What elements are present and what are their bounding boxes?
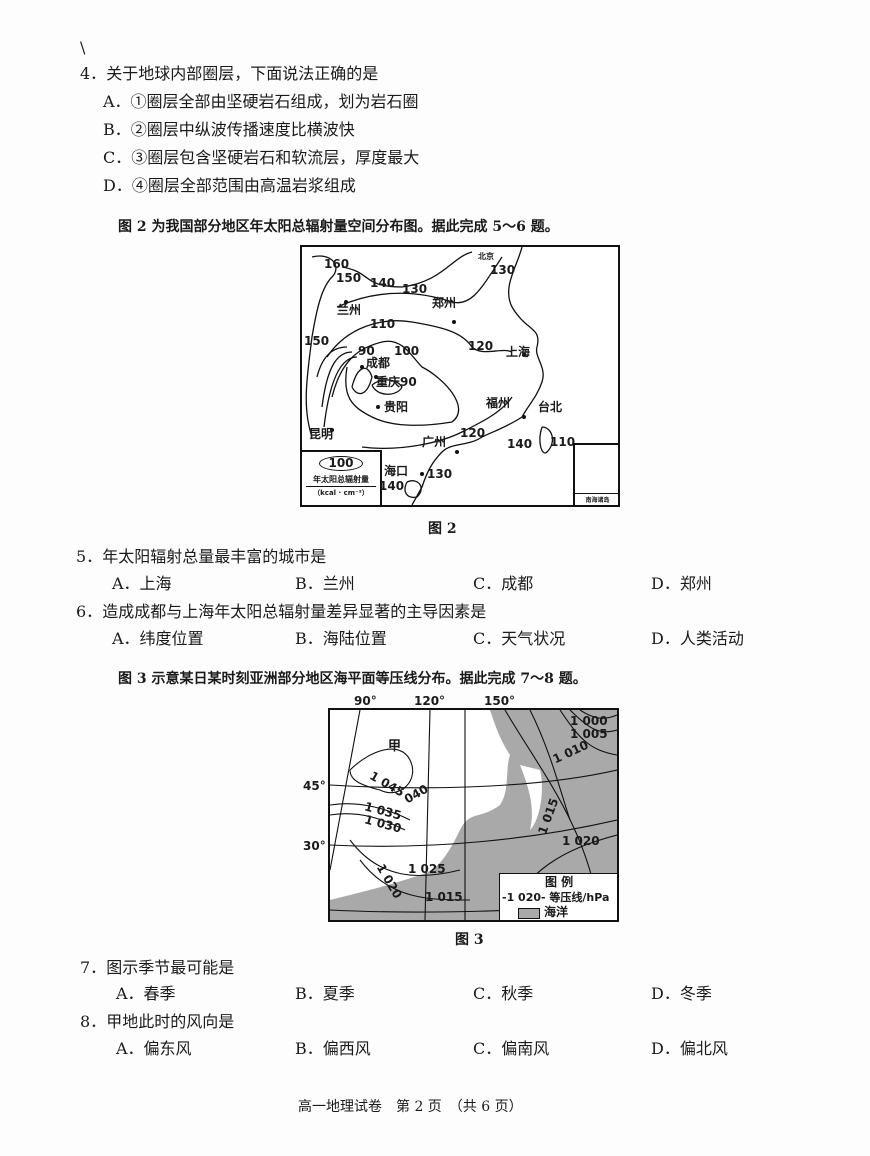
south-china-sea-inset: 南海诸岛 [573,443,618,505]
label-taipei: 台北 [538,400,563,414]
legend-title: 图 例 [545,875,574,889]
legend-isobar: -1 020- 等压线/hPa [502,891,610,904]
fig2-intro: 图 2 为我国部分地区年太阳总辐射量空间分布图。据此完成 5～6 题。 [118,219,559,235]
label-shanghai: 上海 [506,345,531,359]
isobar-value: 1 000 [570,714,608,728]
q7-option-d: D．冬季 [651,984,712,1003]
q6-option-c: C．天气状况 [473,629,566,648]
legend-title: 年太阳总辐射量 [306,473,376,487]
fig3-intro: 图 3 示意某日某时刻亚洲部分地区海平面等压线分布。据此完成 7～8 题。 [118,671,587,687]
isoline-value: 120 [460,426,486,440]
q8-option-c: C．偏南风 [473,1039,550,1058]
scan-mark: \ [80,38,86,57]
ocean-area [330,710,617,920]
q8-option-b: B．偏西风 [295,1039,371,1058]
q6-option-a: A．纬度位置 [112,629,204,648]
q4-option-c: C．③圈层包含坚硬岩石和软流层，厚度最大 [103,148,420,167]
isobar-value: 1 025 [408,862,446,876]
isoline-value: 140 [379,479,405,493]
q7-option-c: C．秋季 [473,984,534,1003]
isoline-value: 130 [402,282,428,296]
isoline-value: 120 [468,339,494,353]
isoline-value: 110 [550,435,576,449]
question-6: 6．造成成都与上海年太阳总辐射量差异显著的主导因素是 [76,602,487,621]
isoline-drawing [305,247,554,505]
label-zhengzhou: 郑州 [432,296,457,310]
isoline-value: 140 [507,437,533,451]
ocean-swatch [518,908,540,919]
isoline-value: 90 [358,344,375,358]
question-8: 8．甲地此时的风向是 [80,1012,235,1031]
label-chongqing: 重庆90 [376,375,417,389]
map-legend: 图 例 -1 020- 等压线/hPa 海洋 [499,873,617,920]
isobar-value: 1 020 [562,834,600,848]
isoline-value: 100 [394,344,420,358]
isoline-value: 160 [324,257,350,271]
isoline-value: 130 [427,467,453,481]
q7-option-a: A．春季 [116,984,176,1003]
lat-label: 45° [303,779,326,793]
legend-unit: （kcal · cm⁻²） [313,489,369,497]
lon-label: 120° [414,694,446,708]
lon-label: 150° [484,694,516,708]
q5-option-c: C．成都 [473,574,534,593]
q8-option-d: D．偏北风 [651,1039,728,1058]
fig2-caption: 图 2 [428,521,457,537]
isoline-value: 150 [336,271,362,285]
q6-option-d: D．人类活动 [651,629,744,648]
q4-option-d: D．④圈层全部范围由高温岩浆组成 [103,176,356,195]
label-jia: 甲 [388,739,402,754]
inset-label: 南海诸岛 [575,493,618,505]
label-haikou: 海口 [384,464,409,478]
legend-value: 100 [319,456,363,471]
label-guiyang: 贵阳 [384,400,409,414]
isobar-map: 甲 1 045 040 1 035 1 030 1 025 1 020 1 01… [328,708,619,922]
solar-radiation-map: 北京 130 160 150 140 130 郑州 兰州 110 150 120… [300,245,620,507]
legend-ocean: 海洋 [544,905,569,919]
q6-option-b: B．海陆位置 [295,629,387,648]
q8-option-a: A．偏东风 [116,1039,192,1058]
isobar-value: 1 005 [570,727,608,741]
label-fuzhou: 福州 [486,396,511,410]
q7-option-b: B．夏季 [295,984,355,1003]
lon-label: 90° [354,694,377,708]
isoline-value: 110 [370,317,396,331]
isoline-value: 140 [370,276,396,290]
lat-label: 30° [303,839,326,853]
isoline-value: 150 [304,334,330,348]
q5-option-a: A．上海 [112,574,172,593]
question-7: 7．图示季节最可能是 [80,958,235,977]
q4-option-b: B．②圈层中纵波传播速度比横波快 [103,120,355,139]
isobar-value: 1 015 [425,890,463,904]
label-kunming: 昆明 [309,427,334,441]
question-5: 5．年太阳辐射总量最丰富的城市是 [76,547,327,566]
map-legend: 100 年太阳总辐射量 （kcal · cm⁻²） [302,450,382,505]
q5-option-d: D．郑州 [651,574,712,593]
page-footer: 高一地理试卷 第 2 页 （共 6 页） [298,1099,523,1115]
label-lanzhou: 兰州 [337,303,362,317]
isoline-value: 130 [490,263,516,277]
label-beijing: 北京 [478,252,494,261]
label-chengdu: 成都 [366,356,391,370]
q5-option-b: B．兰州 [295,574,355,593]
label-guangzhou: 广州 [422,435,447,449]
q4-option-a: A．①圈层全部由坚硬岩石组成，划为岩石圈 [103,92,419,111]
question-4: 4．关于地球内部圈层，下面说法正确的是 [80,64,379,83]
fig3-caption: 图 3 [455,932,484,948]
